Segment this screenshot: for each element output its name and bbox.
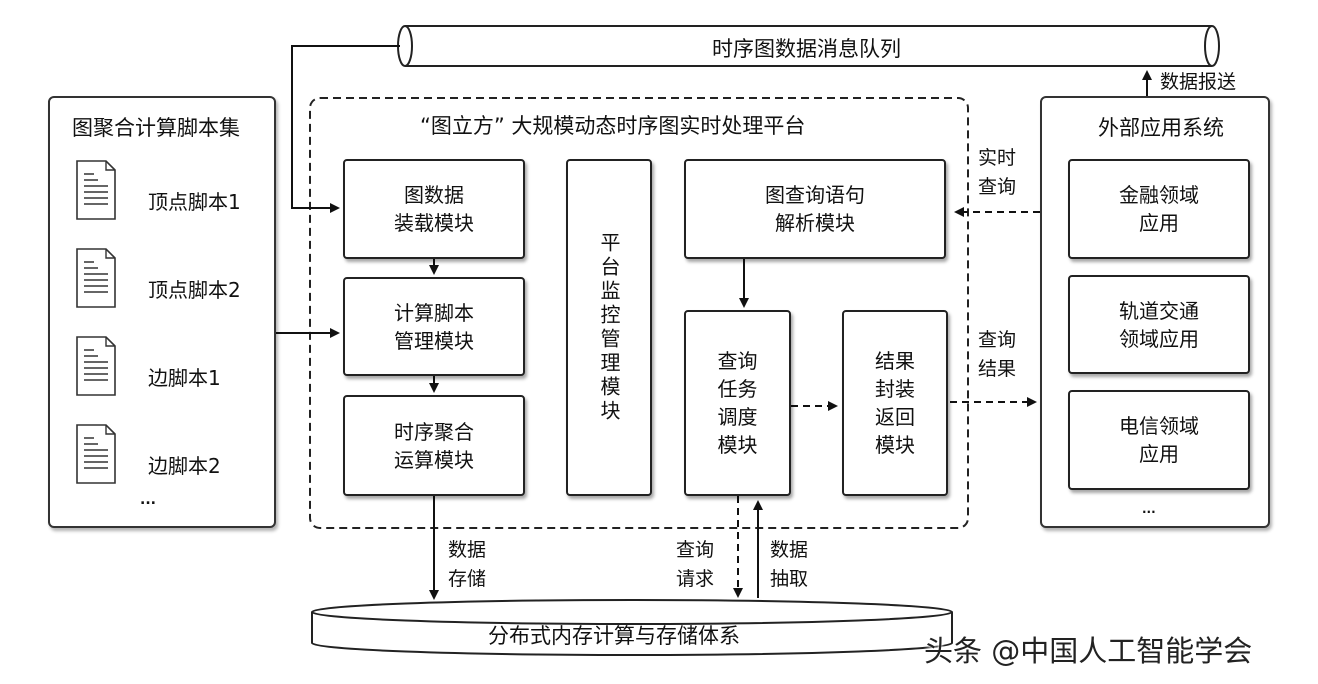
queue-to-load-arrow [291,45,400,213]
realtime-query-label: 实时 查询 [978,147,1017,198]
document-icon [76,248,116,308]
script-item: 边脚本1 [148,366,221,390]
storage-label: 分布式内存计算与存储体系 [488,624,740,648]
platform-title: “图立方” 大规模动态时序图实时处理平台 [420,114,806,138]
more-ellipsis: ... [140,492,156,508]
queue-cylinder [397,25,1220,67]
script-item: 顶点脚本1 [148,190,241,214]
platform-border [309,97,969,529]
monitor-module-label: 平台监控管理模块 [597,231,621,424]
queue-label: 时序图数据消息队列 [712,37,901,61]
script-item: 顶点脚本2 [148,278,241,302]
telecom-app: 电信领域 应用 [1068,390,1250,490]
query-result-label: 查询 结果 [978,329,1017,380]
data-extract-label: 数据 抽取 [770,539,809,590]
query-parse-module: 图查询语句 解析模块 [684,159,946,259]
script-set-title: 图聚合计算脚本集 [72,116,240,140]
data-report-label: 数据报送 [1160,71,1237,93]
document-icon [76,336,116,396]
more-ellipsis: ... [1142,502,1156,516]
script-mgmt-module: 计算脚本 管理模块 [343,277,525,376]
document-icon [76,424,116,484]
document-icon [76,160,116,220]
script-item: 边脚本2 [148,454,221,478]
finance-app: 金融领域 应用 [1068,159,1250,259]
data-store-label: 数据 存储 [448,539,487,590]
script-set-panel: 图聚合计算脚本集 顶点脚本1 顶点脚本2 边脚本1 边脚本2 ... [48,96,276,528]
monitor-module: 平台监控管理模块 [566,159,652,496]
load-module: 图数据 装载模块 [343,159,525,259]
rail-transit-app: 轨道交通 领域应用 [1068,275,1250,374]
query-request-label: 查询 请求 [676,539,715,590]
storage-cylinder [311,599,953,656]
query-sched-module: 查询 任务 调度 模块 [684,310,791,496]
temporal-agg-module: 时序聚合 运算模块 [343,395,525,496]
watermark: 头条 @中国人工智能学会 [924,634,1253,668]
external-title: 外部应用系统 [1098,116,1224,140]
result-module: 结果 封装 返回 模块 [842,310,948,496]
